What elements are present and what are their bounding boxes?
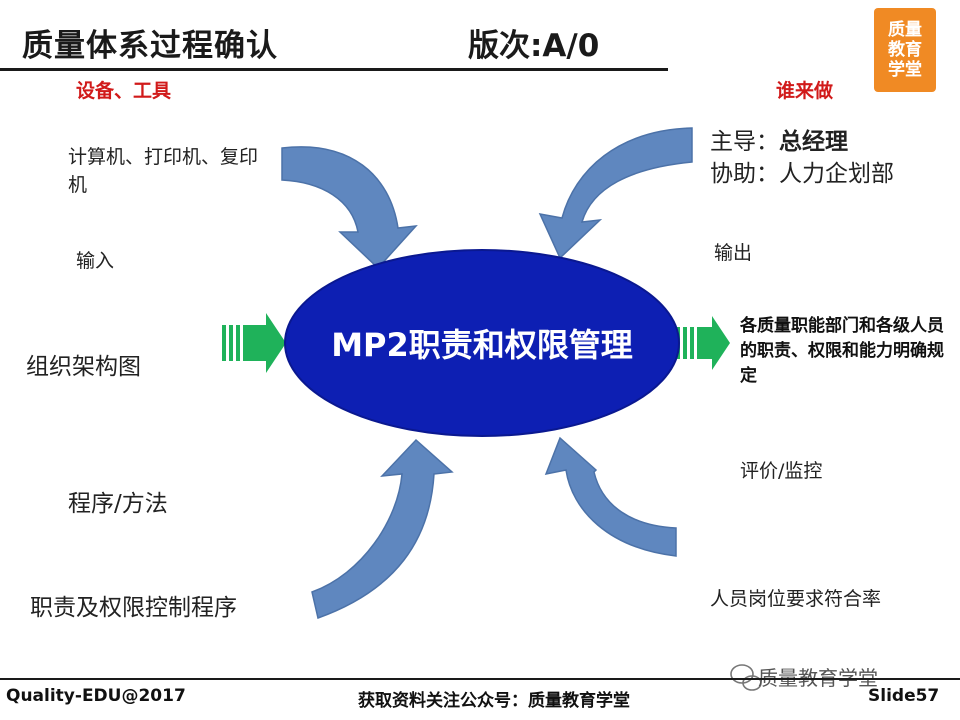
wechat-icon bbox=[730, 664, 762, 691]
process-name: MP2职责和权限管理 bbox=[331, 326, 633, 364]
method-item: 职责及权限控制程序 bbox=[30, 595, 237, 621]
brand-logo-text: 质量教育学堂 bbox=[888, 20, 922, 80]
slide-number: Slide57 bbox=[868, 686, 940, 706]
input-label: 输入 bbox=[76, 250, 115, 272]
wechat-account-name: 质量教育学堂 bbox=[758, 666, 878, 690]
curved-arrow-bottom-right bbox=[544, 436, 677, 557]
curved-arrow-bottom-left bbox=[311, 438, 454, 619]
curved-arrow-top-right bbox=[538, 127, 693, 260]
equipment-text: 计算机、打印机、复印机 bbox=[68, 146, 259, 196]
title-divider bbox=[0, 68, 668, 71]
lead-value: 总经理 bbox=[779, 129, 848, 155]
page-title: 质量体系过程确认 bbox=[22, 28, 278, 64]
footer-copyright: Quality-EDU@2017 bbox=[6, 686, 186, 706]
curved-arrow-top-left bbox=[281, 146, 418, 270]
input-arrow bbox=[222, 313, 286, 373]
version-label: 版次:A/0 bbox=[468, 28, 600, 64]
eval-label: 评价/监控 bbox=[740, 460, 823, 482]
who-heading: 谁来做 bbox=[776, 80, 834, 102]
input-item: 组织架构图 bbox=[26, 354, 141, 380]
lead-line: 主导：总经理 bbox=[710, 122, 848, 156]
output-label: 输出 bbox=[714, 242, 753, 264]
output-item: 各质量职能部门和各级人员的职责、权限和能力明确规定 bbox=[740, 316, 944, 386]
footer-notice: 获取资料关注公众号：质量教育学堂 bbox=[358, 691, 630, 711]
process-ellipse bbox=[284, 249, 680, 437]
brand-logo: 质量教育学堂 bbox=[874, 8, 936, 92]
assist-line: 协助：人力企划部 bbox=[710, 161, 894, 187]
equipment-heading: 设备、工具 bbox=[76, 80, 172, 102]
lead-prefix: 主导： bbox=[710, 129, 779, 155]
method-label: 程序/方法 bbox=[68, 491, 168, 517]
output-arrow bbox=[676, 316, 730, 370]
eval-item: 人员岗位要求符合率 bbox=[710, 588, 882, 610]
footer-divider bbox=[0, 678, 960, 680]
